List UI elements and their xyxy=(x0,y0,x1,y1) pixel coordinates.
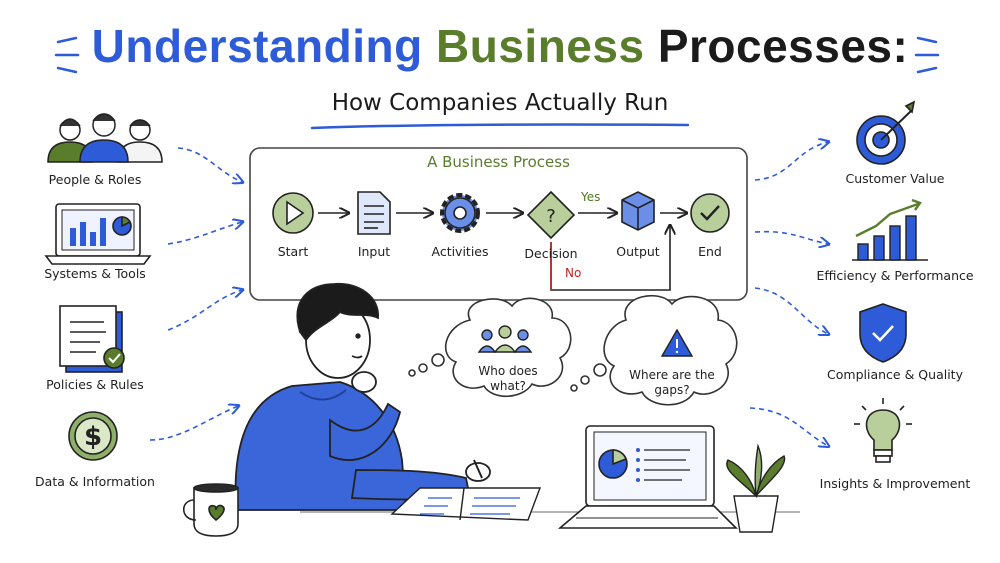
person-illustration xyxy=(234,283,491,511)
shield-check-icon xyxy=(859,303,907,363)
title-part-3: Processes: xyxy=(657,20,909,72)
step-label-decision: Decision xyxy=(524,246,578,261)
thought-right-line-2: gaps? xyxy=(654,383,690,397)
left-label-systems-tools: Systems & Tools xyxy=(44,266,146,281)
notebook-icon xyxy=(390,487,542,521)
step-label-activities: Activities xyxy=(431,244,489,259)
subtitle: How Companies Actually Run xyxy=(331,90,669,116)
document-icon xyxy=(357,191,391,235)
thought-left-line-1: Who does xyxy=(478,364,538,378)
left-sparkle-icon xyxy=(54,36,80,74)
left-label-policies-rules: Policies & Rules xyxy=(46,377,144,392)
step-label-input: Input xyxy=(357,244,391,259)
step-label-end: End xyxy=(698,244,722,259)
process-title: A Business Process xyxy=(427,153,570,171)
decision-yes-label: Yes xyxy=(581,190,601,204)
people-icon xyxy=(47,113,163,163)
thought-left-text: Who does what? xyxy=(460,364,556,394)
end-check-icon xyxy=(690,193,730,233)
thought-right-text: Where are the gaps? xyxy=(612,368,732,398)
lightbulb-icon xyxy=(854,398,912,463)
thought-right-line-1: Where are the xyxy=(629,368,715,382)
team-icon xyxy=(477,325,533,353)
documents-check-icon xyxy=(59,305,125,373)
decision-diamond-icon: ? xyxy=(526,190,576,240)
main-title: Understanding Business Processes: xyxy=(0,18,1000,74)
title-part-2: Business xyxy=(436,20,645,72)
growth-chart-icon xyxy=(852,198,928,261)
right-label-insights-improvement: Insights & Improvement xyxy=(819,476,971,491)
coffee-mug-icon xyxy=(182,483,239,537)
thought-left-line-2: what? xyxy=(490,379,526,393)
left-label-people-roles: People & Roles xyxy=(48,172,142,187)
svg-text:?: ? xyxy=(546,206,556,227)
right-sparkle-icon xyxy=(914,36,940,74)
step-label-start: Start xyxy=(277,244,309,259)
right-label-compliance-quality: Compliance & Quality xyxy=(827,367,963,382)
decision-no-label: No xyxy=(565,266,582,280)
target-icon xyxy=(856,100,916,165)
dollar-coin-icon: $ xyxy=(68,411,118,461)
right-label-efficiency-performance: Efficiency & Performance xyxy=(816,268,974,283)
warning-icon xyxy=(660,328,694,357)
subtitle-underline xyxy=(310,123,690,130)
package-icon xyxy=(621,191,655,231)
title-part-1: Understanding xyxy=(91,20,423,72)
gear-icon xyxy=(440,193,480,233)
left-label-data-information: Data & Information xyxy=(35,474,155,489)
right-label-customer-value: Customer Value xyxy=(845,171,945,186)
monitor-chart-icon xyxy=(44,203,152,265)
plant-icon xyxy=(726,443,786,533)
start-icon xyxy=(272,192,314,234)
svg-text:$: $ xyxy=(84,422,102,452)
laptop-icon xyxy=(557,425,738,529)
step-label-output: Output xyxy=(616,244,660,259)
